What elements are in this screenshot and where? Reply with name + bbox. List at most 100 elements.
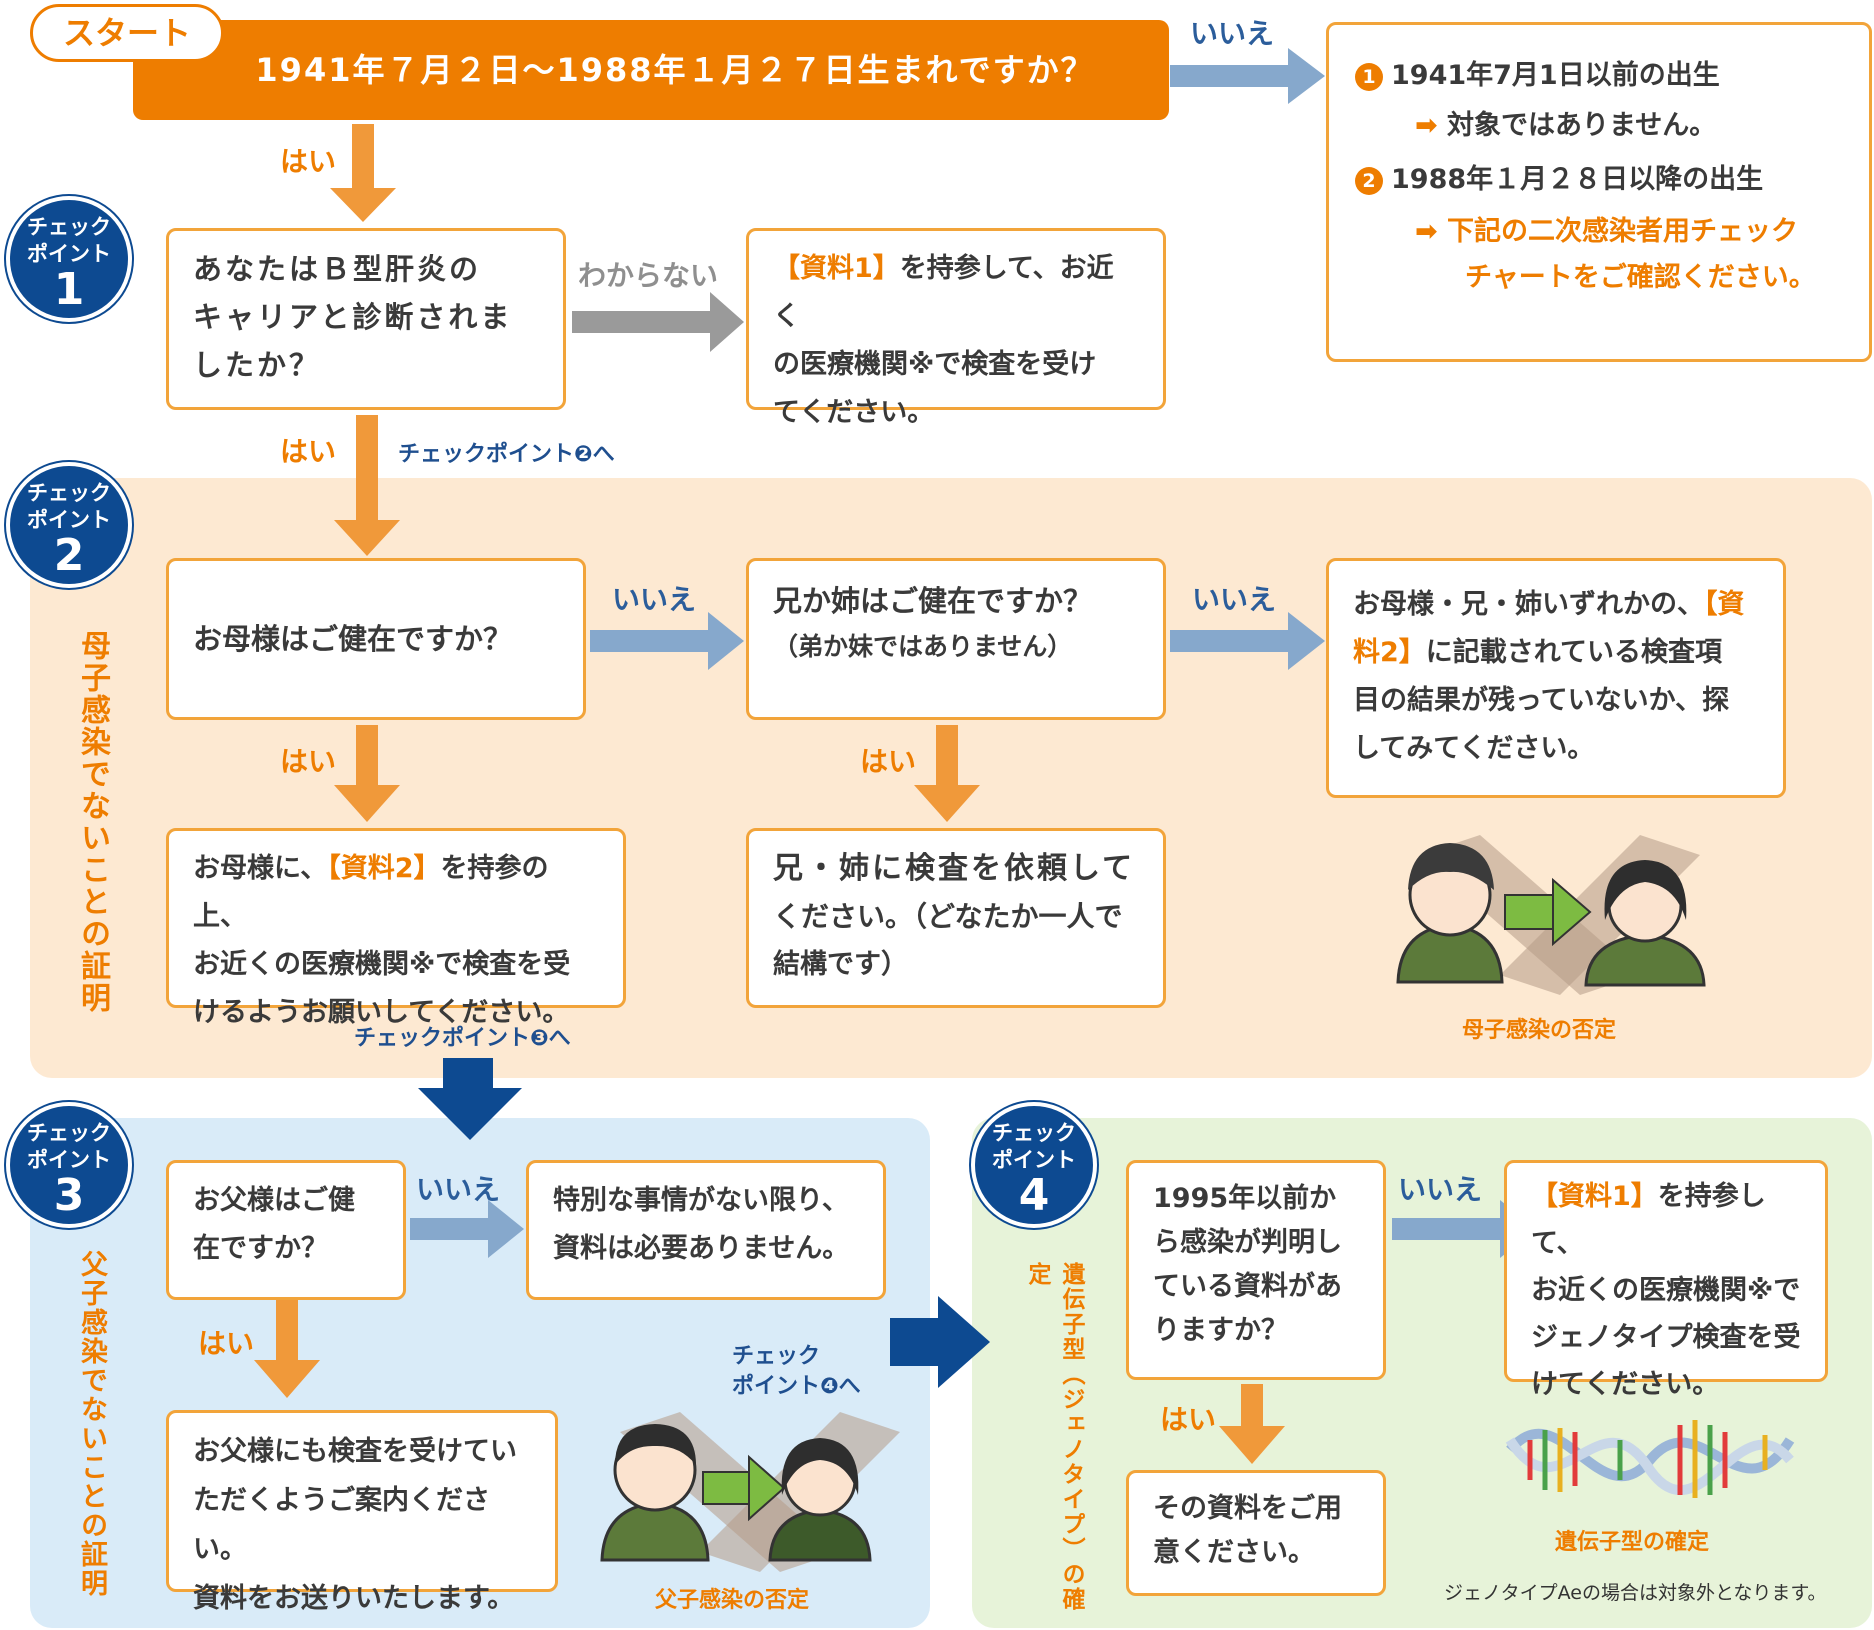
- father-no-box: 特別な事情がない限り、 資料は必要ありません。: [526, 1160, 886, 1300]
- text-line: キャリアと診断されま: [193, 300, 513, 334]
- mother-figure: [1396, 843, 1504, 984]
- text-line: を持参して、お近く: [773, 253, 1114, 332]
- text-line: ただくようご案内ください。: [193, 1485, 490, 1565]
- text-line: ポイント❹へ: [732, 1374, 861, 1399]
- arrow-sibling-yes: [914, 725, 980, 822]
- mother-child-caption: 母子感染の否定: [1462, 1018, 1617, 1043]
- cp1-unknown-box: 【資料1】を持参して、お近く の医療機関※で検査を受け てください。: [746, 228, 1166, 428]
- green-arrow-mother: [1504, 877, 1592, 947]
- mother-child-illustration: [1396, 835, 1706, 995]
- mother-question-box: お母様はご健在ですか？: [166, 558, 586, 720]
- text-line: その資料をご用: [1153, 1493, 1342, 1524]
- cp4-yes-box: その資料をご用 意ください。: [1126, 1470, 1386, 1596]
- mother-yes-box: お母様に、【資料2】を持参の上、 お近くの医療機関※で検査を受 けるようお願いし…: [166, 828, 626, 1028]
- outside-item1-result: 対象ではありません。: [1447, 110, 1717, 141]
- arrow-to-cp3: [418, 1058, 522, 1140]
- cp2-side-title: 母子感染でないことの証明: [75, 630, 110, 1014]
- text-line: の医療機関※で検査を受け: [773, 349, 1097, 380]
- outside-target-box: 1 1941年7月1日以前の出生 ➡ 対象ではありません。 2 1988年１月２８日…: [1326, 22, 1872, 362]
- text-line: に記載されている検査項: [1425, 637, 1722, 668]
- arrow-mother-yes: [334, 725, 400, 822]
- text-line: （弟か妹ではありません）: [773, 632, 1073, 661]
- label-start-yes: はい: [280, 145, 337, 178]
- text-line: お父様にも検査を受けてい: [193, 1436, 517, 1467]
- right-arrow-icon: ➡: [1415, 216, 1448, 247]
- text-line: 1995年以前か: [1153, 1183, 1337, 1214]
- text-line: りますか？: [1153, 1315, 1288, 1346]
- text-line: 意ください。: [1153, 1537, 1315, 1568]
- text-line: チェック: [732, 1344, 821, 1369]
- arrow-start-yes: [330, 124, 396, 222]
- checkpoint-4-badge: チェック ポイント 4: [975, 1106, 1093, 1224]
- arrow-start-no: [1170, 48, 1325, 104]
- text-line: 兄か姉はご健在ですか？: [773, 584, 1093, 618]
- label-mother-no: いいえ: [612, 583, 697, 616]
- arrow-mother-no: [590, 612, 744, 670]
- father-question-box: お父様はご健 在ですか？: [166, 1160, 406, 1300]
- text-line: ください。（どなたか一人で: [773, 900, 1123, 933]
- checkpoint-2-badge: チェック ポイント 2: [10, 466, 128, 584]
- text-line: お母様はご健在ですか？: [193, 622, 513, 656]
- text-line: お母様に、: [193, 853, 328, 884]
- next-cp4-link: チェック ポイント❹へ: [732, 1342, 861, 1402]
- badge-number: 3: [53, 1170, 85, 1221]
- text-line: したか？: [193, 348, 322, 382]
- outside-item2: 1988年１月２８日以降の出生: [1391, 164, 1764, 195]
- cp4-question-box: 1995年以前か ら感染が判明し ている資料があ りますか？: [1126, 1160, 1386, 1380]
- badge-number: 4: [1018, 1170, 1050, 1221]
- badge-label: チェック: [27, 481, 111, 505]
- outside-item1: 1941年7月1日以前の出生: [1391, 60, 1720, 91]
- green-arrow-father: [702, 1454, 786, 1522]
- cp3-side-title: 父子感染でないことの証明: [76, 1250, 107, 1598]
- text-line: を持参の上、: [193, 853, 549, 932]
- arrow-cp1-yes: [334, 415, 400, 556]
- sibling-yes-box: 兄・姉に検査を依頼して ください。（どなたか一人で 結構です）: [746, 828, 1166, 1008]
- text-line: 目の結果が残っていないか、探: [1353, 685, 1730, 716]
- text-line: してみてください。: [1353, 733, 1595, 764]
- next-cp2-link: チェックポイント❷へ: [398, 442, 615, 467]
- label-father-no: いいえ: [416, 1173, 501, 1206]
- label-sibling-yes: はい: [860, 745, 917, 778]
- text-line: 在ですか？: [193, 1233, 328, 1264]
- father-child-illustration: [600, 1412, 900, 1572]
- label-mother-yes: はい: [280, 745, 337, 778]
- start-bar: [133, 20, 1169, 120]
- doc2-tag: 【資: [1704, 589, 1745, 620]
- sibling-question-box: 兄か姉はご健在ですか？ （弟か妹ではありません）: [746, 558, 1166, 720]
- doc1-tag: 【資料1】: [773, 253, 900, 284]
- number-1-icon: 1: [1355, 62, 1383, 91]
- father-yes-box: お父様にも検査を受けてい ただくようご案内ください。 資料をお送りいたします。: [166, 1410, 558, 1614]
- badge-label: チェック: [992, 1121, 1076, 1145]
- cp4-no-box: 【資料1】を持参して、 お近くの医療機関※で ジェノタイプ検査を受 けてください…: [1504, 1160, 1828, 1400]
- text-line: お近くの医療機関※で: [1531, 1275, 1801, 1306]
- arrow-father-yes: [254, 1300, 320, 1398]
- checkpoint-1-badge: チェック ポイント 1: [10, 200, 128, 318]
- arrow-to-cp4: [890, 1296, 990, 1388]
- text-line: を持参して、: [1531, 1181, 1766, 1259]
- arrow-cp1-unknown: [572, 292, 744, 352]
- start-question: 1941年７月２日〜1988年１月２７日生まれですか？: [255, 51, 1095, 89]
- label-cp4-no: いいえ: [1398, 1173, 1483, 1206]
- arrow-father-no: [410, 1200, 524, 1258]
- number-2-icon: 2: [1355, 166, 1383, 195]
- cp1-question-box: あなたはＢ型肝炎の キャリアと診断されま したか？: [166, 228, 566, 410]
- arrow-cp4-yes: [1219, 1384, 1285, 1464]
- checkpoint-3-badge: チェック ポイント 3: [10, 1106, 128, 1224]
- badge-label: ポイント: [27, 508, 111, 532]
- text-line: お父様はご健: [193, 1185, 355, 1216]
- label-cp4-yes: はい: [1160, 1403, 1217, 1436]
- doc2-tag: 料2】: [1353, 637, 1426, 668]
- label-cp1-yes: はい: [280, 435, 337, 468]
- text-line: あなたはＢ型肝炎の: [193, 252, 482, 286]
- cp4-side-title: 遺伝子型（ジェノタイプ）の確定: [1024, 1262, 1084, 1612]
- genotype-note: ジェノタイプAeの場合は対象外となります。: [1444, 1582, 1827, 1604]
- text-line: 資料は必要ありません。: [553, 1233, 850, 1264]
- text-line: 結構です）: [773, 949, 908, 980]
- text-line: お近くの医療機関※で検査を受: [193, 949, 571, 980]
- next-cp3-link: チェックポイント❸へ: [354, 1026, 571, 1051]
- label-sibling-no: いいえ: [1192, 583, 1277, 616]
- text-line: けるようお願いしてください。: [193, 997, 570, 1028]
- father-figure: [600, 1424, 710, 1562]
- doc1-tag: 【資料1】: [1531, 1181, 1658, 1212]
